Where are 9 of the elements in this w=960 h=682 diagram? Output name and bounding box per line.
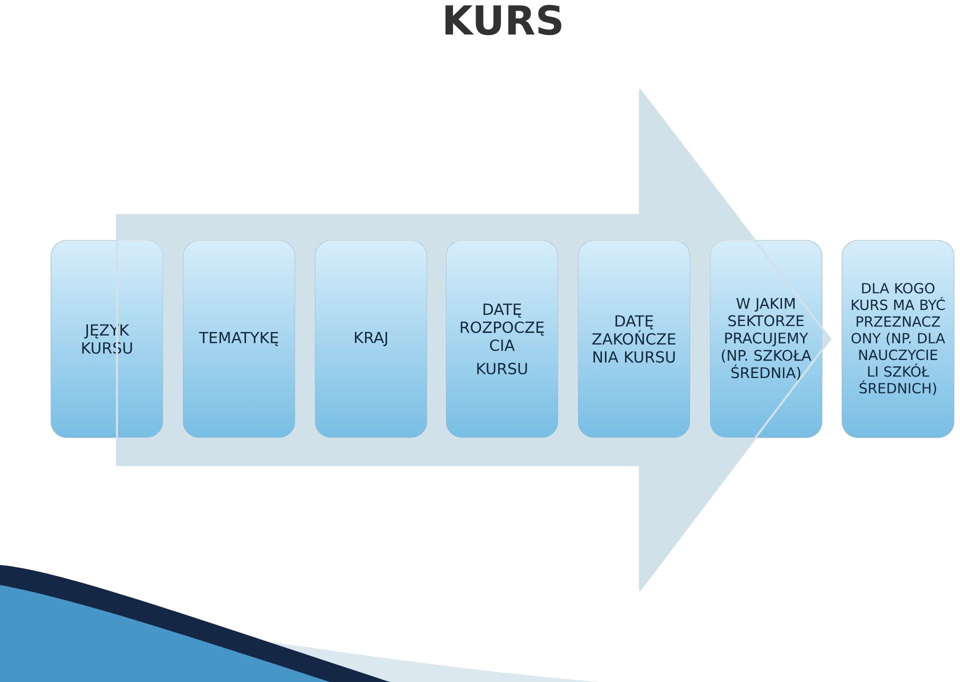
- text-box: DATĘ ZAKOŃCZE NIA KURSU: [578, 240, 690, 438]
- text-box: JĘZYK KURSU: [50, 240, 164, 438]
- text-box: KRAJ: [314, 240, 428, 438]
- text-box: W JAKIM SEKTORZE PRACUJEMY (NP. SZKOŁA ŚREDNIA): [710, 240, 822, 438]
- block-arrow: [116, 88, 832, 592]
- text-box: TEMATYKĘ: [182, 240, 296, 438]
- text-box: DATĘ ROZPOCZĘ CIA KURSU: [446, 240, 558, 438]
- text-box: DLA KOGO KURS MA BYĆ PRZEZNACZ ONY (NP. DLA NAUCZYCIE LI SZKÓŁ ŚREDNICH): [842, 240, 954, 438]
- title: KURS: [446, 4, 562, 36]
